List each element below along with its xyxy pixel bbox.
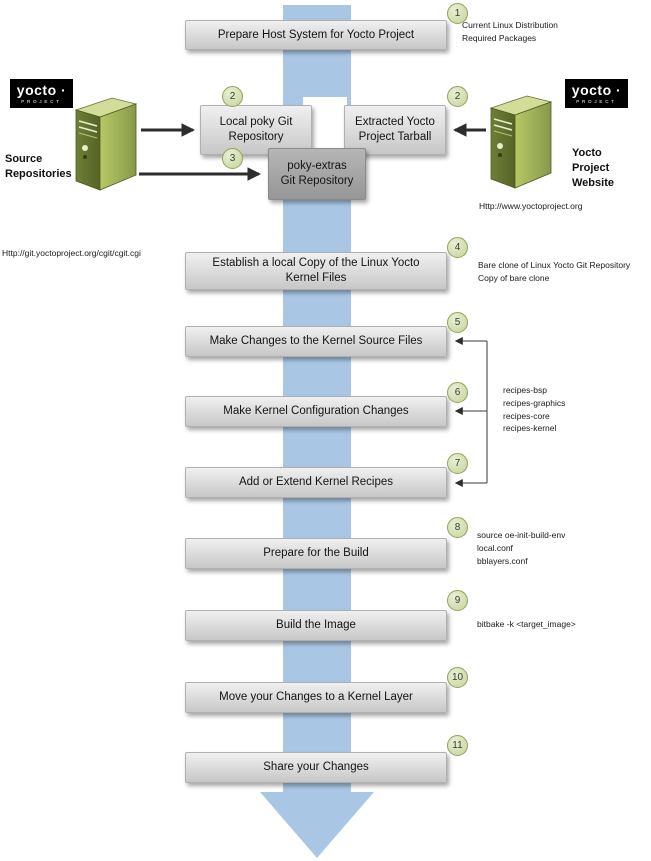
step-box-prepare-host: Prepare Host System for Yocto Project <box>185 20 447 50</box>
step-number-3: 3 <box>222 148 243 169</box>
step-number-11: 11 <box>447 735 468 756</box>
annotation-step-4: Bare clone of Linux Yocto Git Repository… <box>478 260 631 283</box>
yocto-logo-right-text: yocto · <box>571 82 622 98</box>
step-box-kernel-config-changes: Make Kernel Configuration Changes <box>185 396 447 427</box>
step-box-establish-kernel-copy: Establish a local Copy of the Linux Yoct… <box>185 252 447 290</box>
step-label: Prepare for the Build <box>263 547 369 560</box>
step-label: Local poky Git Repository <box>219 116 293 143</box>
step-label: Make Kernel Configuration Changes <box>223 405 409 418</box>
step-box-extracted-tarball: Extracted Yocto Project Tarball <box>344 105 446 155</box>
annotation-step-1: Current Linux Distribution Required Pack… <box>462 20 558 43</box>
step-box-make-source-changes: Make Changes to the Kernel Source Files <box>185 326 447 357</box>
step-number-4: 4 <box>447 237 468 258</box>
step-label: Prepare Host System for Yocto Project <box>217 28 415 41</box>
yocto-website-url: Http://www.yoctoproject.org <box>479 201 583 211</box>
step-number-5: 5 <box>447 312 468 333</box>
annotation-recipes: recipes-bsp recipes-graphics recipes-cor… <box>503 385 566 434</box>
yocto-website-label: Yocto Project Website <box>572 147 614 189</box>
yocto-logo-left-subtext: PROJECT <box>21 99 62 104</box>
yocto-logo-left-text: yocto · <box>16 82 67 98</box>
step-box-local-poky: Local poky Git Repository <box>200 105 312 155</box>
yocto-logo-right-subtext: PROJECT <box>576 99 617 104</box>
step-number-7: 7 <box>447 453 468 474</box>
step-label: Build the Image <box>276 619 356 632</box>
step-box-build-image: Build the Image <box>185 610 447 641</box>
server-icon-source-repositories <box>74 97 138 191</box>
step-label: Move your Changes to a Kernel Layer <box>219 691 413 704</box>
step-number-1: 1 <box>447 3 468 24</box>
step-number-6: 6 <box>447 382 468 403</box>
step-box-share-changes: Share your Changes <box>185 752 447 783</box>
server-icon-yocto-website <box>489 95 553 189</box>
step-number-8: 8 <box>447 517 468 538</box>
step-box-extend-kernel-recipes: Add or Extend Kernel Recipes <box>185 467 447 498</box>
step-number-2-left: 2 <box>222 86 243 107</box>
step-label: poky-extras Git Repository <box>280 160 354 187</box>
yocto-logo-left: yocto · PROJECT <box>10 79 73 108</box>
step-number-2-right: 2 <box>447 86 468 107</box>
step-label: Add or Extend Kernel Recipes <box>238 476 394 489</box>
yocto-logo-right: yocto · PROJECT <box>565 79 628 108</box>
step-number-9: 9 <box>447 590 468 611</box>
git-repository-url: Http://git.yoctoproject.org/cgit/cgit.cg… <box>2 248 141 258</box>
annotation-step-9: bitbake -k <target_image> <box>477 619 576 629</box>
step-label: Make Changes to the Kernel Source Files <box>209 335 423 348</box>
step-number-10: 10 <box>447 667 468 688</box>
step-box-prepare-build: Prepare for the Build <box>185 538 447 569</box>
step-box-poky-extras: poky-extras Git Repository <box>268 148 366 200</box>
source-repositories-label: Source Repositories <box>5 153 72 180</box>
step-label: Extracted Yocto Project Tarball <box>355 116 435 143</box>
step-label: Share your Changes <box>263 761 369 774</box>
annotation-step-8: source oe-init-build-env local.conf bbla… <box>477 530 566 566</box>
step-box-move-to-kernel-layer: Move your Changes to a Kernel Layer <box>185 682 447 713</box>
step-label: Establish a local Copy of the Linux Yoct… <box>212 257 420 284</box>
